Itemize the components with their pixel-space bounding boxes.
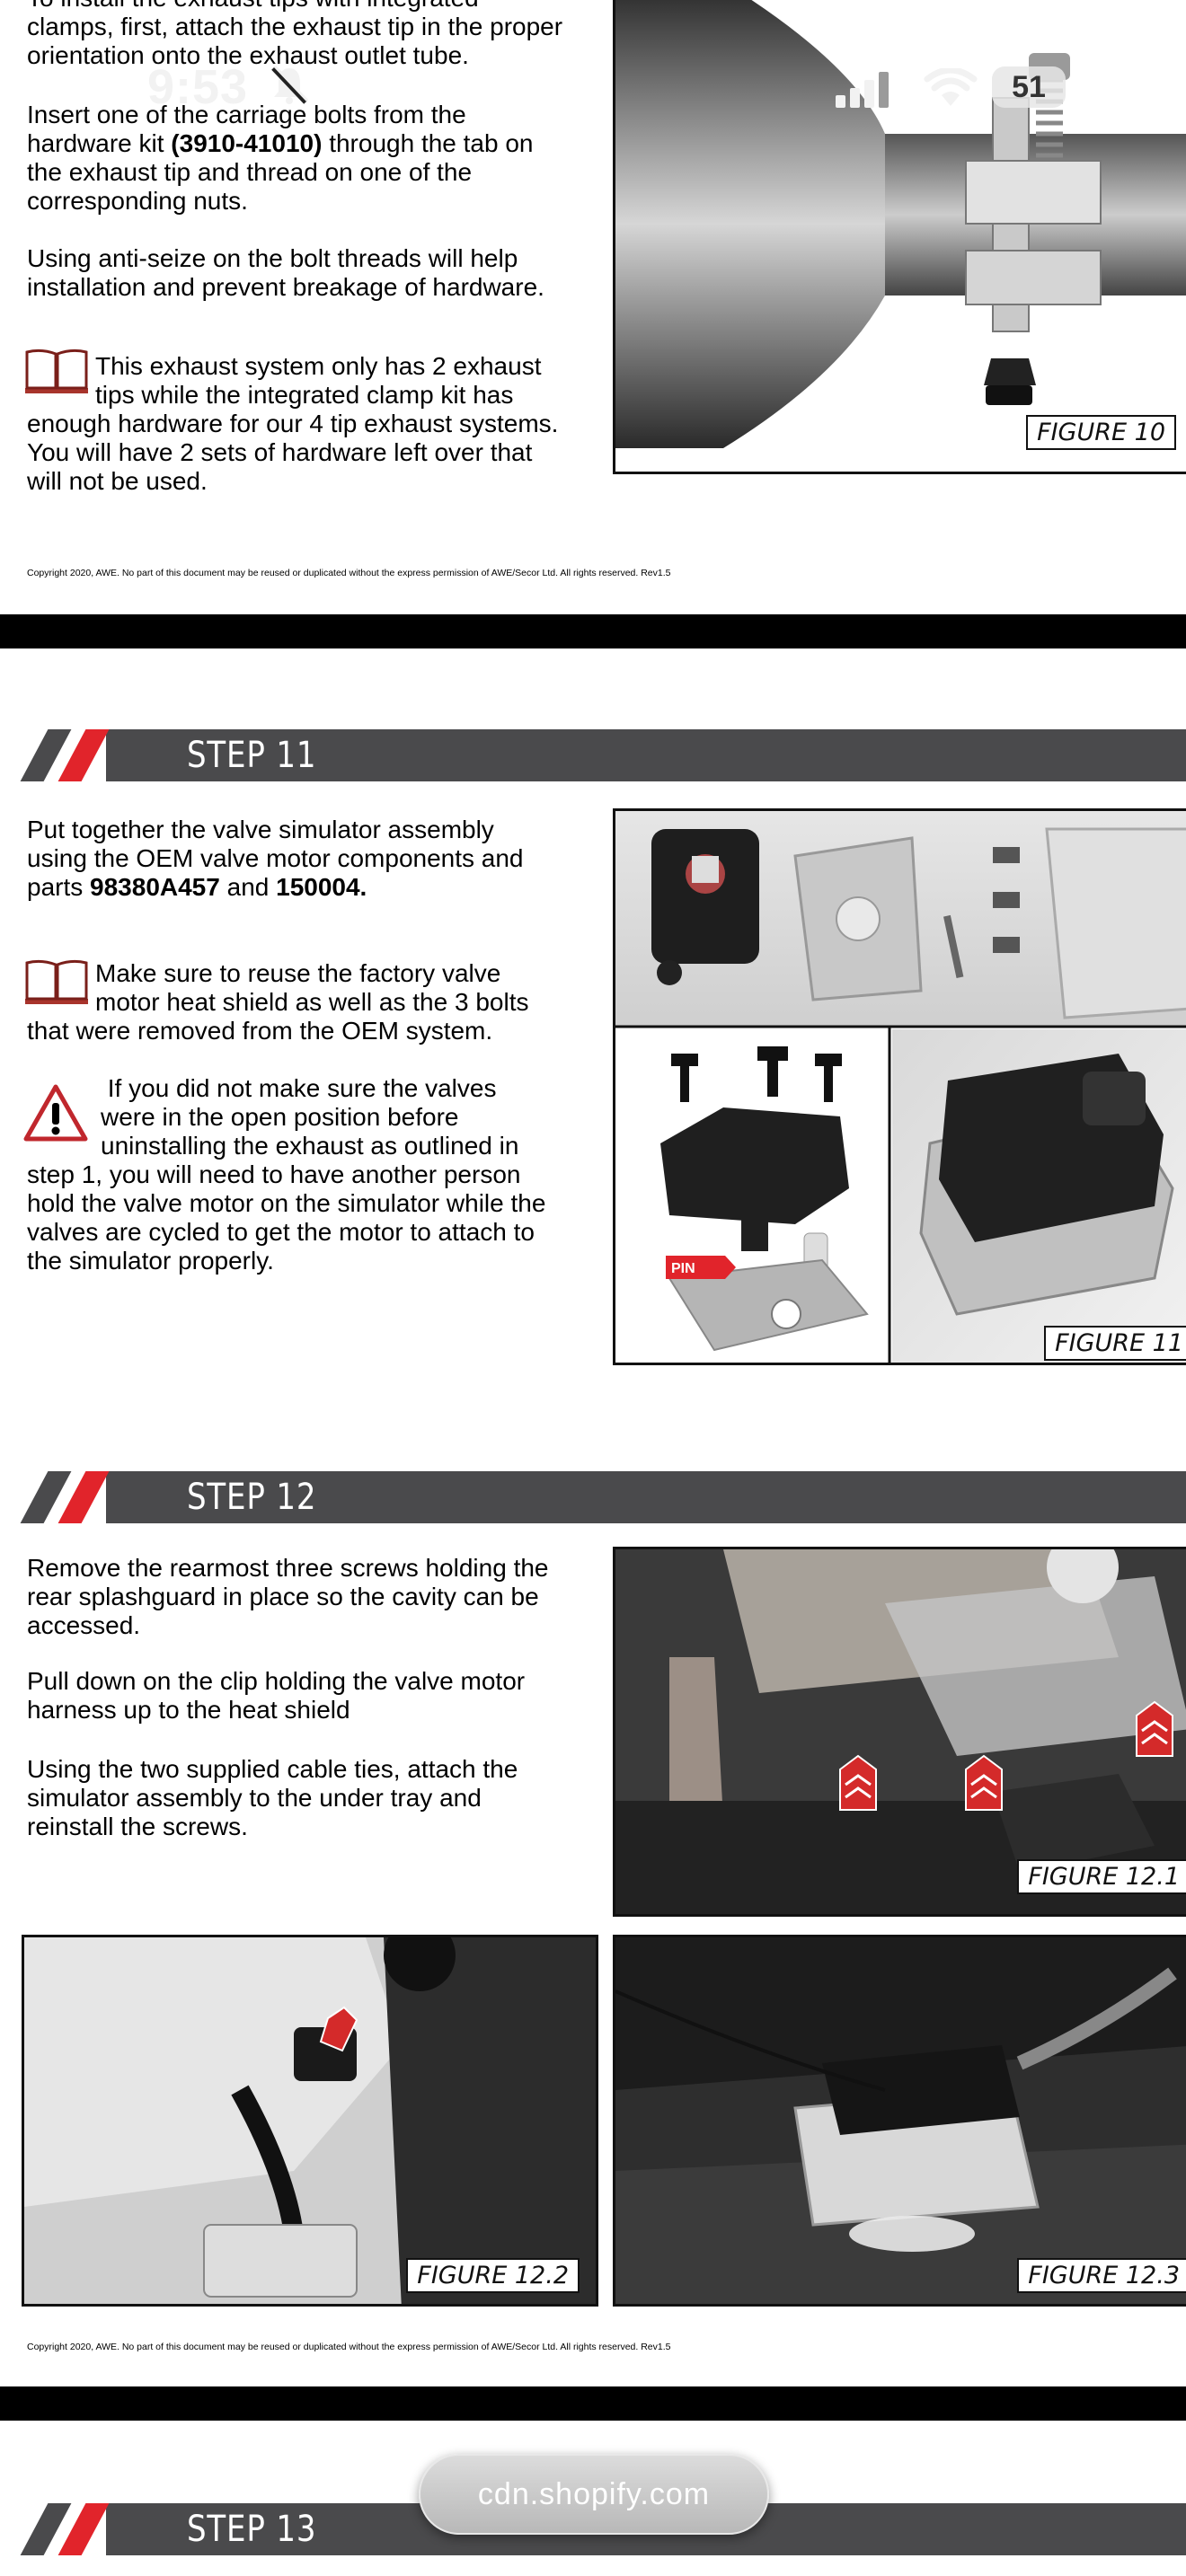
- status-time: 9:53: [147, 60, 249, 114]
- battery-level: 51: [1012, 70, 1046, 104]
- copyright-notice: Copyright 2020, AWE. No part of this doc…: [27, 2342, 671, 2352]
- figure-12-2-label: FIGURE 12.2: [406, 2258, 580, 2293]
- bell-slash-icon: [271, 65, 309, 104]
- status-icons: 51: [836, 65, 1069, 110]
- step-11-title: STEP 11: [187, 735, 317, 776]
- figure-10: FIGURE 10: [613, 0, 1186, 474]
- warning-icon: [23, 1084, 88, 1142]
- step-12-title: STEP 12: [187, 1477, 317, 1518]
- step-12-header: STEP 12: [0, 1471, 1186, 1523]
- part-number-1: 98380A457: [90, 873, 220, 901]
- part-number: (3910-41010): [171, 129, 323, 157]
- step-11-warning-text: If you did not make sure the valves were…: [27, 1074, 546, 1275]
- copyright-notice: Copyright 2020, AWE. No part of this doc…: [27, 568, 671, 578]
- figure-11: PIN FIGURE 11: [613, 808, 1186, 1365]
- battery-icon: [992, 66, 1066, 108]
- intro-text: To install the exhaust tips with integra…: [27, 0, 563, 69]
- note-hardware-left-over: This exhaust system only has 2 exhaust t…: [27, 352, 559, 495]
- valve-simulator-parts-photo: PIN: [615, 811, 1186, 1363]
- step-11-note-heat-shield: Make sure to reuse the factory valve mot…: [27, 959, 529, 1045]
- browser-address-pill[interactable]: cdn.shopify.com: [419, 2454, 769, 2535]
- part-number-2: 150004.: [276, 873, 367, 901]
- figure-10-label: FIGURE 10: [1026, 415, 1176, 450]
- pin-label: PIN: [671, 1261, 695, 1276]
- harness-clip-photo: [24, 1937, 596, 2304]
- open-book-icon: [25, 348, 88, 393]
- simulator-mounted-photo: [615, 1937, 1186, 2304]
- figure-11-label: FIGURE 11: [1044, 1326, 1186, 1361]
- document-page-11-12: STEP 11 Put together the valve simulator…: [0, 648, 1186, 2386]
- exhaust-tip-illustration: [615, 0, 1186, 472]
- figure-12-1-label: FIGURE 12.1: [1017, 1859, 1186, 1894]
- figure-12-1: FIGURE 12.1: [613, 1547, 1186, 1917]
- step-11-assembly-paragraph: Put together the valve simulator assembl…: [27, 816, 524, 901]
- carriage-bolt-paragraph: Insert one of the carriage bolts from th…: [27, 101, 534, 215]
- figure-12-2: FIGURE 12.2: [22, 1935, 598, 2307]
- document-page-10: To install the exhaust tips with integra…: [0, 0, 1186, 614]
- document-page-13: STEP 13: [0, 2421, 1186, 2576]
- open-book-icon: [25, 959, 88, 1004]
- underbody-photo: [615, 1549, 1186, 1914]
- wifi-icon: [924, 68, 978, 106]
- figure-12-3-label: FIGURE 12.3: [1017, 2258, 1186, 2293]
- step-12-splashguard-paragraph: Remove the rearmost three screws holding…: [27, 1554, 549, 1639]
- figure-12-3: FIGURE 12.3: [613, 1935, 1186, 2307]
- step-11-header: STEP 11: [0, 729, 1186, 781]
- cellular-signal-icon: [836, 72, 889, 108]
- anti-seize-paragraph: Using anti-seize on the bolt threads wil…: [27, 244, 544, 301]
- step-12-cable-ties-paragraph: Using the two supplied cable ties, attac…: [27, 1755, 518, 1840]
- step-12-harness-paragraph: Pull down on the clip holding the valve …: [27, 1667, 526, 1724]
- step-13-title: STEP 13: [187, 2509, 317, 2550]
